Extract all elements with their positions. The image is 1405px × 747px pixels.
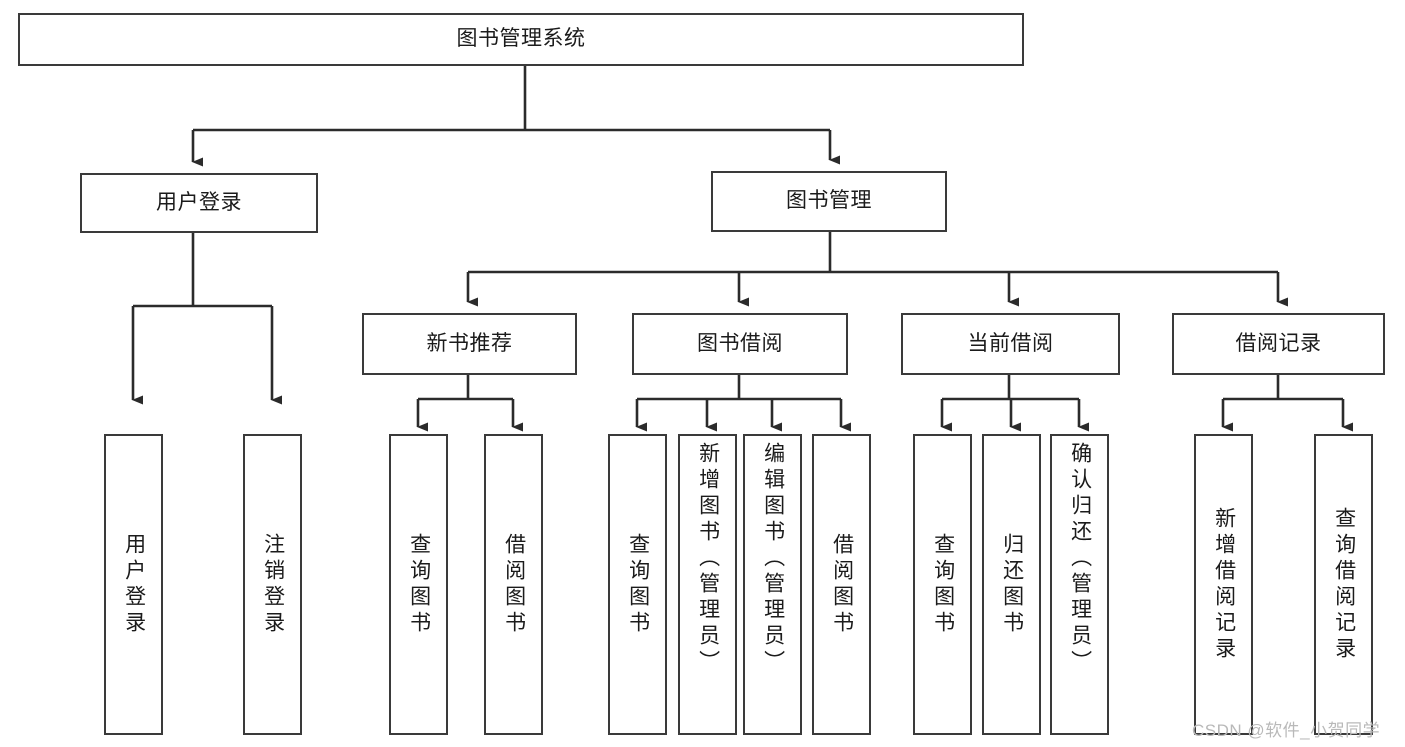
leaf-add-book-admin[interactable]: 新增图书（管理员） xyxy=(678,434,737,735)
leaf-query-book-newbook[interactable]: 查询图书 xyxy=(389,434,448,735)
leaf-logout[interactable]: 注销登录 xyxy=(243,434,302,735)
leaf-user-login-label: 用户登录 xyxy=(122,532,146,637)
node-new-book-recommend-label: 新书推荐 xyxy=(426,331,513,355)
leaf-query-book-newbook-label: 查询图书 xyxy=(407,532,431,637)
leaf-add-borrow-record[interactable]: 新增借阅记录 xyxy=(1194,434,1253,735)
leaf-edit-book-admin[interactable]: 编辑图书（管理员） xyxy=(743,434,802,735)
leaf-borrow-book-newbook[interactable]: 借阅图书 xyxy=(484,434,543,735)
csdn-watermark: CSDN @软件_小贺同学 xyxy=(1192,721,1381,740)
leaf-query-book-current[interactable]: 查询图书 xyxy=(913,434,972,735)
leaf-borrow-book-newbook-label: 借阅图书 xyxy=(502,532,526,637)
node-root-system[interactable]: 图书管理系统 xyxy=(18,13,1024,66)
leaf-borrow-book-borrow[interactable]: 借阅图书 xyxy=(812,434,871,735)
node-book-borrow-label: 图书借阅 xyxy=(697,331,783,355)
leaf-confirm-return-admin-label: 确认归还（管理员） xyxy=(1068,442,1092,676)
node-book-management[interactable]: 图书管理 xyxy=(711,171,947,232)
leaf-query-book-borrow[interactable]: 查询图书 xyxy=(608,434,667,735)
leaf-query-borrow-record-label: 查询借阅记录 xyxy=(1332,506,1356,663)
node-book-borrow[interactable]: 图书借阅 xyxy=(632,313,848,375)
leaf-logout-label: 注销登录 xyxy=(261,532,285,637)
node-new-book-recommend[interactable]: 新书推荐 xyxy=(362,313,577,375)
node-user-login-label: 用户登录 xyxy=(156,190,242,214)
node-current-borrow-label: 当前借阅 xyxy=(967,331,1054,355)
leaf-edit-book-admin-label: 编辑图书（管理员） xyxy=(761,442,785,676)
leaf-query-borrow-record[interactable]: 查询借阅记录 xyxy=(1314,434,1373,735)
leaf-query-book-borrow-label: 查询图书 xyxy=(626,532,650,637)
leaf-return-book[interactable]: 归还图书 xyxy=(982,434,1041,735)
node-root-system-label: 图书管理系统 xyxy=(456,27,586,51)
node-user-login[interactable]: 用户登录 xyxy=(80,173,318,233)
leaf-add-borrow-record-label: 新增借阅记录 xyxy=(1212,506,1236,663)
leaf-return-book-label: 归还图书 xyxy=(1000,532,1024,637)
node-borrow-record[interactable]: 借阅记录 xyxy=(1172,313,1385,375)
node-current-borrow[interactable]: 当前借阅 xyxy=(901,313,1120,375)
node-borrow-record-label: 借阅记录 xyxy=(1235,331,1322,355)
leaf-user-login[interactable]: 用户登录 xyxy=(104,434,163,735)
leaf-confirm-return-admin[interactable]: 确认归还（管理员） xyxy=(1050,434,1109,735)
node-book-management-label: 图书管理 xyxy=(786,189,872,213)
leaf-query-book-current-label: 查询图书 xyxy=(931,532,955,637)
leaf-borrow-book-borrow-label: 借阅图书 xyxy=(830,532,854,637)
leaf-add-book-admin-label: 新增图书（管理员） xyxy=(696,442,720,676)
